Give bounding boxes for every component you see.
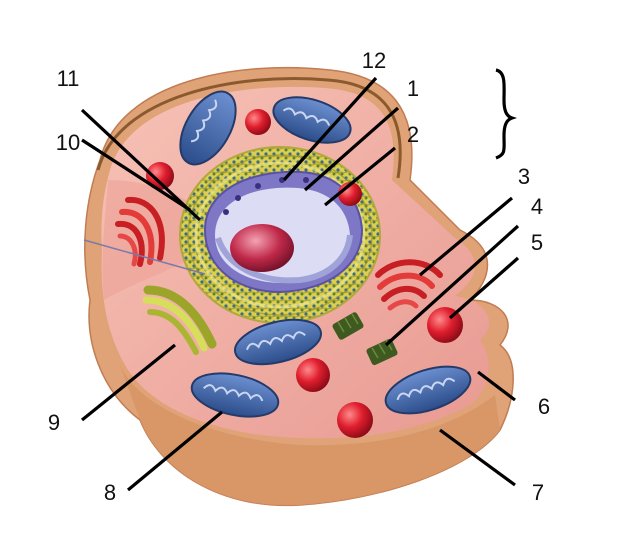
brace [495, 68, 518, 160]
golgi-apparatus-right [375, 259, 443, 311]
lysosome [332, 312, 364, 340]
label-11: 11 [57, 66, 80, 91]
mitochondrion [179, 90, 237, 166]
nucleolus [230, 224, 294, 272]
mitochondrion [272, 96, 352, 144]
nuclear-pores [223, 177, 309, 215]
label-8: 8 [104, 480, 116, 505]
leader-lines [80, 76, 520, 492]
smooth-er [142, 285, 217, 355]
label-5: 5 [531, 230, 543, 255]
label-4: 4 [531, 194, 543, 219]
label-2: 2 [407, 122, 419, 147]
nucleus-rim [215, 234, 353, 284]
label-7: 7 [532, 480, 544, 505]
label-3: 3 [518, 164, 530, 189]
red-vesicle [146, 162, 174, 190]
red-vesicle [296, 358, 330, 392]
red-vesicle [245, 109, 271, 135]
golgi-apparatus-left [115, 196, 165, 267]
cytoskeleton-fiber [83, 239, 206, 275]
mitochondrion [384, 365, 472, 415]
mitochondrion [234, 318, 322, 366]
label-1: 1 [407, 76, 419, 101]
membrane-edge [96, 77, 402, 179]
red-vesicle [337, 402, 373, 438]
cell-rind [120, 365, 500, 506]
label-10: 10 [56, 130, 80, 155]
mitochondrion [190, 372, 280, 418]
lysosome [366, 338, 398, 366]
label-9: 9 [48, 410, 60, 435]
label-12: 12 [362, 48, 386, 73]
label-6: 6 [538, 394, 550, 419]
